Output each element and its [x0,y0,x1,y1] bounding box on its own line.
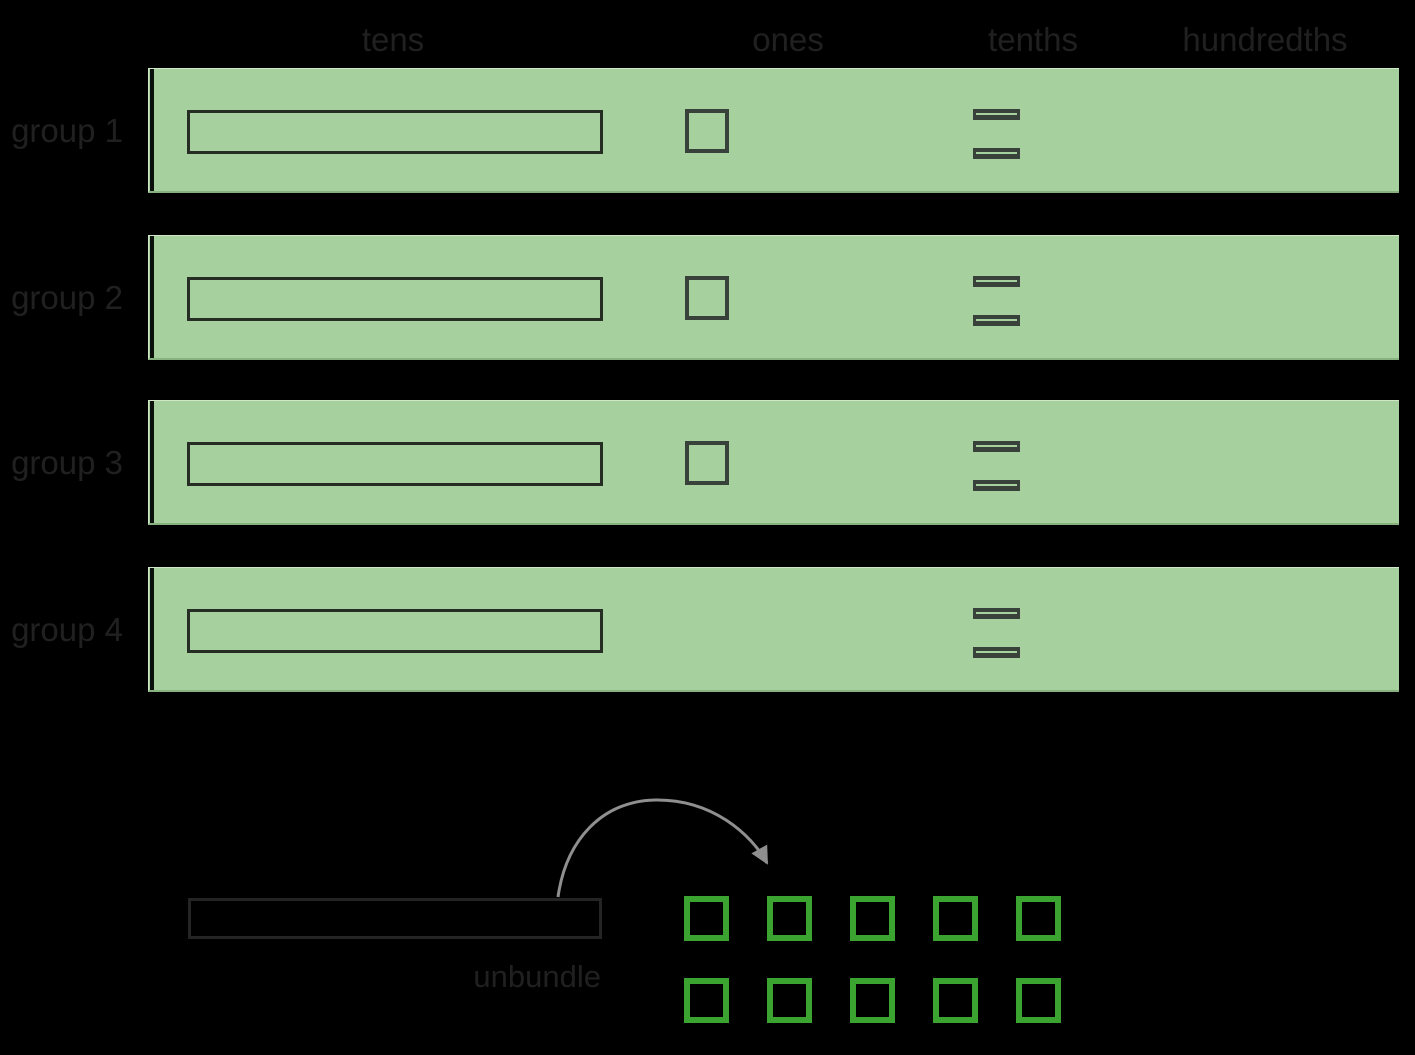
ones-squares-row [684,896,1061,941]
column-header-tens: tens [361,21,425,58]
tenth-bar [973,276,1020,287]
ones-square [685,276,729,320]
ones-square-green [850,896,895,941]
tenth-bar [973,109,1020,120]
ones-square-green [684,978,729,1023]
unbundle-label: unbundle [473,959,601,994]
ones-square-green [1016,978,1061,1023]
column-header-hundredths: hundredths [1182,21,1348,58]
ones-square-green [850,978,895,1023]
ones-squares-row [684,978,1061,1023]
group-3-label: group 3 [11,444,123,481]
group-1-band [148,68,1399,193]
tens-rod [187,609,603,653]
ones-square-green [684,896,729,941]
group-4-label: group 4 [11,611,123,648]
group-4-band [148,567,1399,692]
group-3-band [148,400,1399,525]
ones-square-green [767,896,812,941]
tenth-bar [973,315,1020,326]
tenth-bar [973,647,1020,658]
group-1-label: group 1 [11,112,123,149]
tenth-bar [973,441,1020,452]
column-header-ones: ones [752,21,824,58]
ones-square-green [1016,896,1061,941]
ones-square-green [933,978,978,1023]
group-2-label: group 2 [11,279,123,316]
tens-rod [187,442,603,486]
ones-square-green [933,896,978,941]
tenth-bar [973,148,1020,159]
unbundled-tens-rod [188,898,602,939]
unbundle-curved-arrow-icon [556,798,769,898]
tens-rod [187,277,603,321]
group-2-band [148,235,1399,360]
tenth-bar [973,608,1020,619]
ones-square [685,441,729,485]
ones-square [685,109,729,153]
tenth-bar [973,480,1020,491]
ones-squares-grid [684,896,1061,1023]
column-header-tenths: tenths [988,21,1078,58]
ones-square-green [767,978,812,1023]
tens-rod [187,110,603,154]
